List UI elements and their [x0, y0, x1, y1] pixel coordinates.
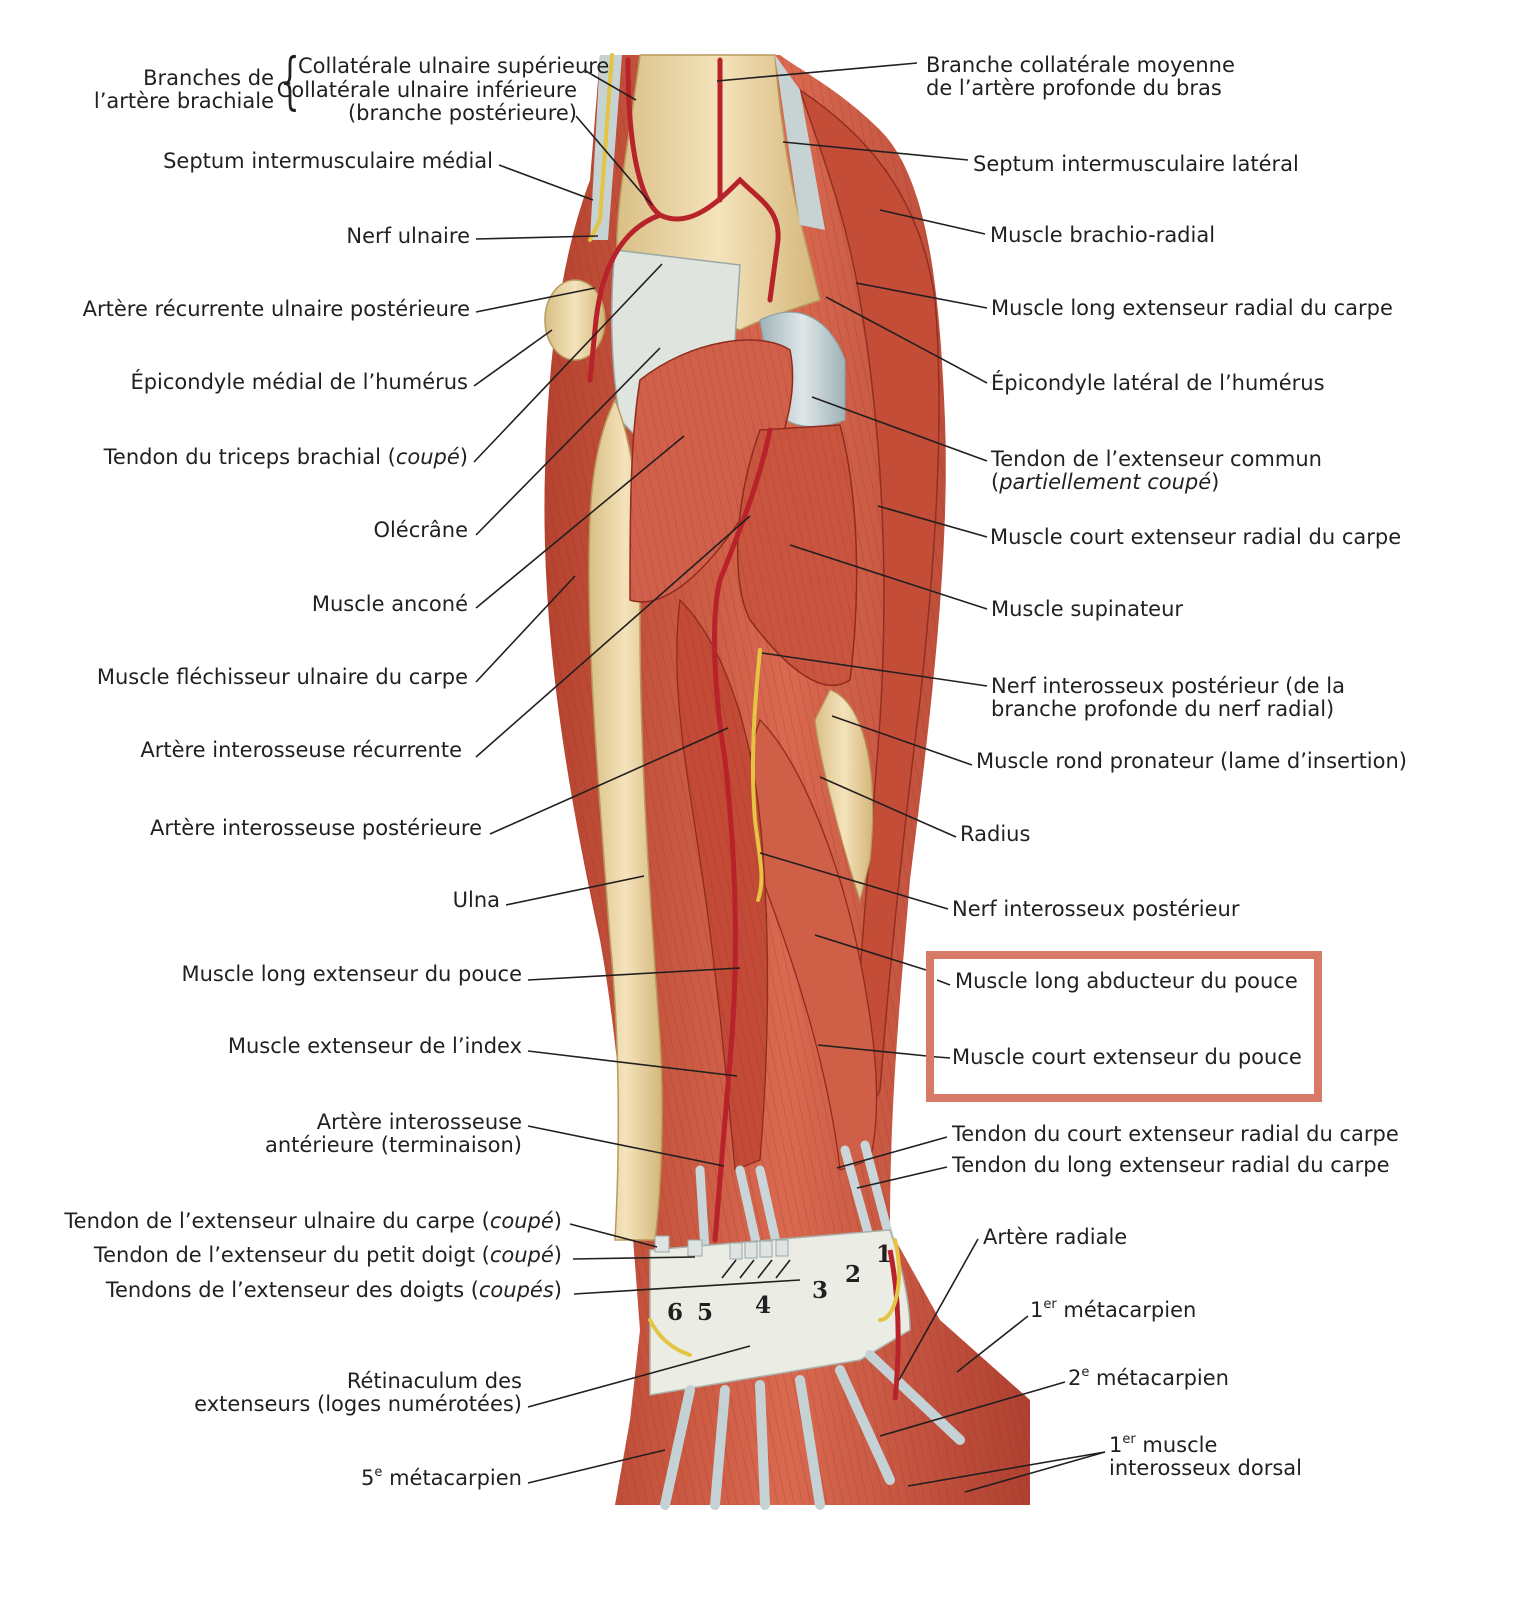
compartment-4: 4: [755, 1292, 771, 1319]
retinaculum-compartments: 1 2 3 4 5 6: [667, 1241, 892, 1326]
label-septum-lateral: Septum intermusculaire latéral: [973, 152, 1299, 176]
label-tendon-long-extenseur-radial: Tendon du long extenseur radial du carpe: [952, 1153, 1390, 1177]
radius-bone: [814, 689, 874, 903]
label-supinateur: Muscle supinateur: [991, 597, 1184, 621]
lateral-septum: [775, 55, 825, 230]
label-tendon-extenseur-ulnaire: Tendon de l’extenseur ulnaire du carpe (…: [64, 1209, 562, 1233]
label-long-abducteur-pouce: Muscle long abducteur du pouce: [955, 969, 1298, 993]
label-epicondyle-lateral: Épicondyle latéral de l’humérus: [991, 371, 1325, 395]
label-2e-metacarpien: 2e métacarpien: [1068, 1365, 1229, 1390]
label-tendon-extenseur-commun: Tendon de l’extenseur commun (partiellem…: [991, 447, 1322, 494]
arteries: [587, 57, 781, 1243]
label-rond-pronateur: Muscle rond pronateur (lame d’insertion): [976, 749, 1407, 773]
label-flechisseur-ulnaire: Muscle fléchisseur ulnaire du carpe: [96, 665, 468, 689]
label-olecrane: Olécrâne: [373, 518, 468, 542]
label-tendons-extenseur-doigts: Tendons de l’extenseur des doigts (coupé…: [105, 1278, 562, 1302]
label-tendon-court-extenseur-radial: Tendon du court extenseur radial du carp…: [952, 1122, 1399, 1146]
label-court-extenseur-pouce: Muscle court extenseur du pouce: [952, 1045, 1302, 1069]
label-court-extenseur-radial: Muscle court extenseur radial du carpe: [990, 525, 1402, 549]
label-septum-medial: Septum intermusculaire médial: [163, 149, 493, 173]
label-retinaculum: Rétinaculum des extenseurs (loges numéro…: [194, 1369, 522, 1416]
label-nerf-interosseux-posterieur: Nerf interosseux postérieur: [952, 897, 1240, 921]
label-tendon-extenseur-petit-doigt: Tendon de l’extenseur du petit doigt (co…: [93, 1243, 562, 1267]
compartment-1: 1: [876, 1241, 892, 1268]
compartment-5: 5: [697, 1299, 713, 1326]
label-branches-artere-brachiale: Branches de l’artère brachiale: [93, 66, 274, 113]
hand-tendons: [660, 1350, 965, 1510]
label-brachio-radial: Muscle brachio-radial: [990, 223, 1216, 247]
label-ulna: Ulna: [452, 888, 500, 912]
label-artere-interosseuse-anterieure: Artère interosseuse antérieure (terminai…: [264, 1110, 522, 1157]
ulna-bone: [588, 398, 663, 1241]
label-collaterale-ulnaire-superieure: Collatérale ulnaire supérieure: [298, 54, 610, 78]
label-5e-metacarpien: 5e métacarpien: [361, 1465, 522, 1490]
label-muscle-ancone: Muscle anconé: [311, 592, 468, 616]
extensor-retinaculum: [649, 1229, 911, 1396]
label-collaterale-moyenne: Branche collatérale moyenne de l’artère …: [926, 53, 1235, 100]
label-radius: Radius: [960, 822, 1031, 846]
compartment-6: 6: [667, 1299, 683, 1326]
forearm-anatomy: 1 2 3 4 5 6: [544, 53, 1030, 1510]
label-collaterale-ulnaire-inferieure: Collatérale ulnaire inférieure (branche …: [276, 78, 577, 125]
label-artere-radiale: Artère radiale: [983, 1225, 1128, 1249]
brace-branches: {: [280, 44, 300, 117]
label-epicondyle-medial: Épicondyle médial de l’humérus: [130, 370, 468, 394]
label-1er-metacarpien: 1er métacarpien: [1030, 1297, 1197, 1322]
nerves: [588, 53, 902, 1357]
brachioradialis-muscle: [798, 88, 940, 1151]
highlight-box: [926, 951, 1322, 1102]
label-artere-interosseuse-recurrente: Artère interosseuse récurrente: [140, 738, 462, 762]
radial-artery: [887, 1249, 901, 1401]
label-long-extenseur-radial: Muscle long extenseur radial du carpe: [991, 296, 1393, 320]
label-tendon-triceps: Tendon du triceps brachial (coupé): [103, 445, 468, 469]
leader-lines: [473, 62, 1106, 1493]
compartment-2: 2: [845, 1261, 861, 1288]
label-artere-interosseuse-posterieure: Artère interosseuse postérieure: [150, 816, 482, 840]
label-extenseur-index: Muscle extenseur de l’index: [227, 1034, 522, 1058]
label-artere-recurrente-ulnaire: Artère récurrente ulnaire postérieure: [82, 297, 470, 321]
compartment-3: 3: [812, 1277, 828, 1304]
cut-tendons: [654, 1235, 789, 1260]
label-long-extenseur-pouce: Muscle long extenseur du pouce: [181, 962, 522, 986]
label-nerf-interosseux-posterieur-profond: Nerf interosseux postérieur (de la branc…: [991, 674, 1345, 721]
label-1er-interosseux-dorsal: 1er muscle interosseux dorsal: [1109, 1432, 1302, 1480]
label-nerf-ulnaire: Nerf ulnaire: [346, 224, 470, 248]
